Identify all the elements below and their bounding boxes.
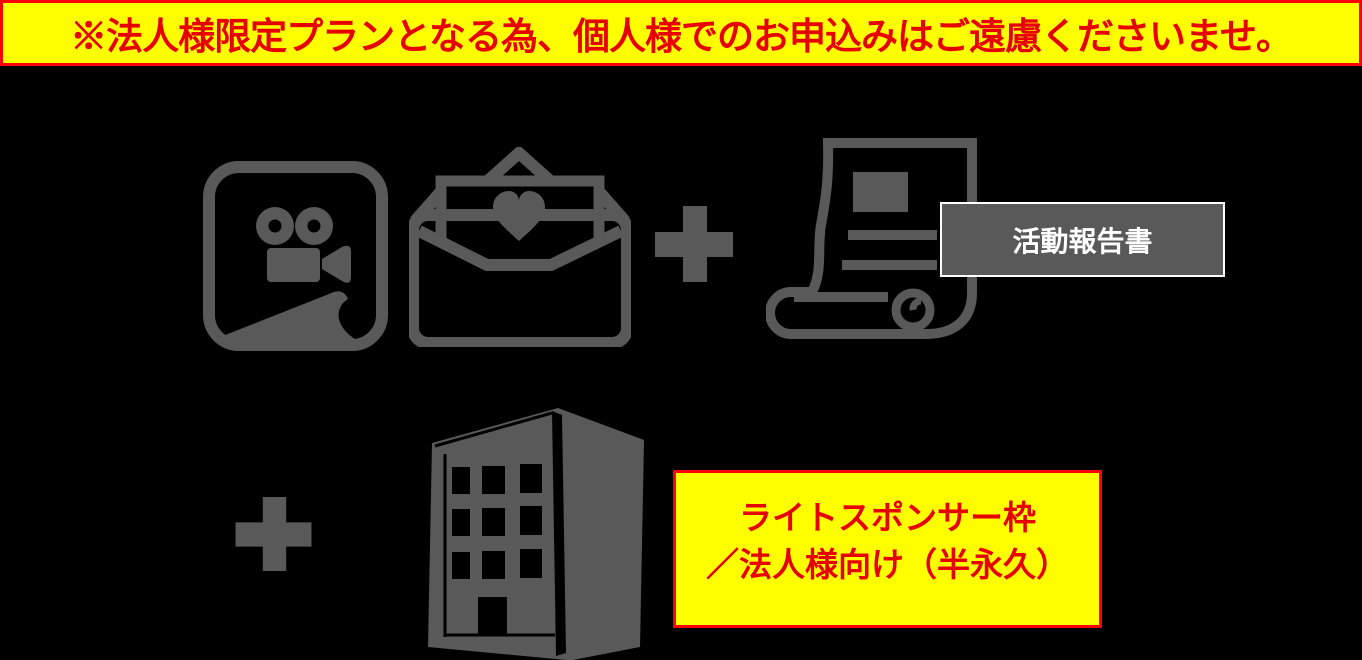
plus-icon [235,497,312,571]
sponsor-box: ライトスポンサー枠 ／法人様向け（半永久） [673,470,1102,628]
notice-banner-text: ※法人様限定プランとなる為、個人様でのお申込みはご遠慮くださいませ。 [70,16,1293,57]
report-scroll-icon [766,138,977,339]
report-label: 活動報告書 [940,202,1225,277]
plus-icon [655,206,733,282]
sponsor-box-line2: ／法人様向け（半永久） [706,546,1069,583]
thank-you-letter-icon [409,147,631,347]
sponsor-box-line1: ライトスポンサー枠 [739,499,1036,536]
report-label-text: 活動報告書 [1012,225,1153,257]
video-sticker-icon [203,161,388,351]
notice-banner: ※法人様限定プランとなる為、個人様でのお申込みはご遠慮くださいませ。 [0,0,1362,66]
office-building-icon [428,408,644,660]
